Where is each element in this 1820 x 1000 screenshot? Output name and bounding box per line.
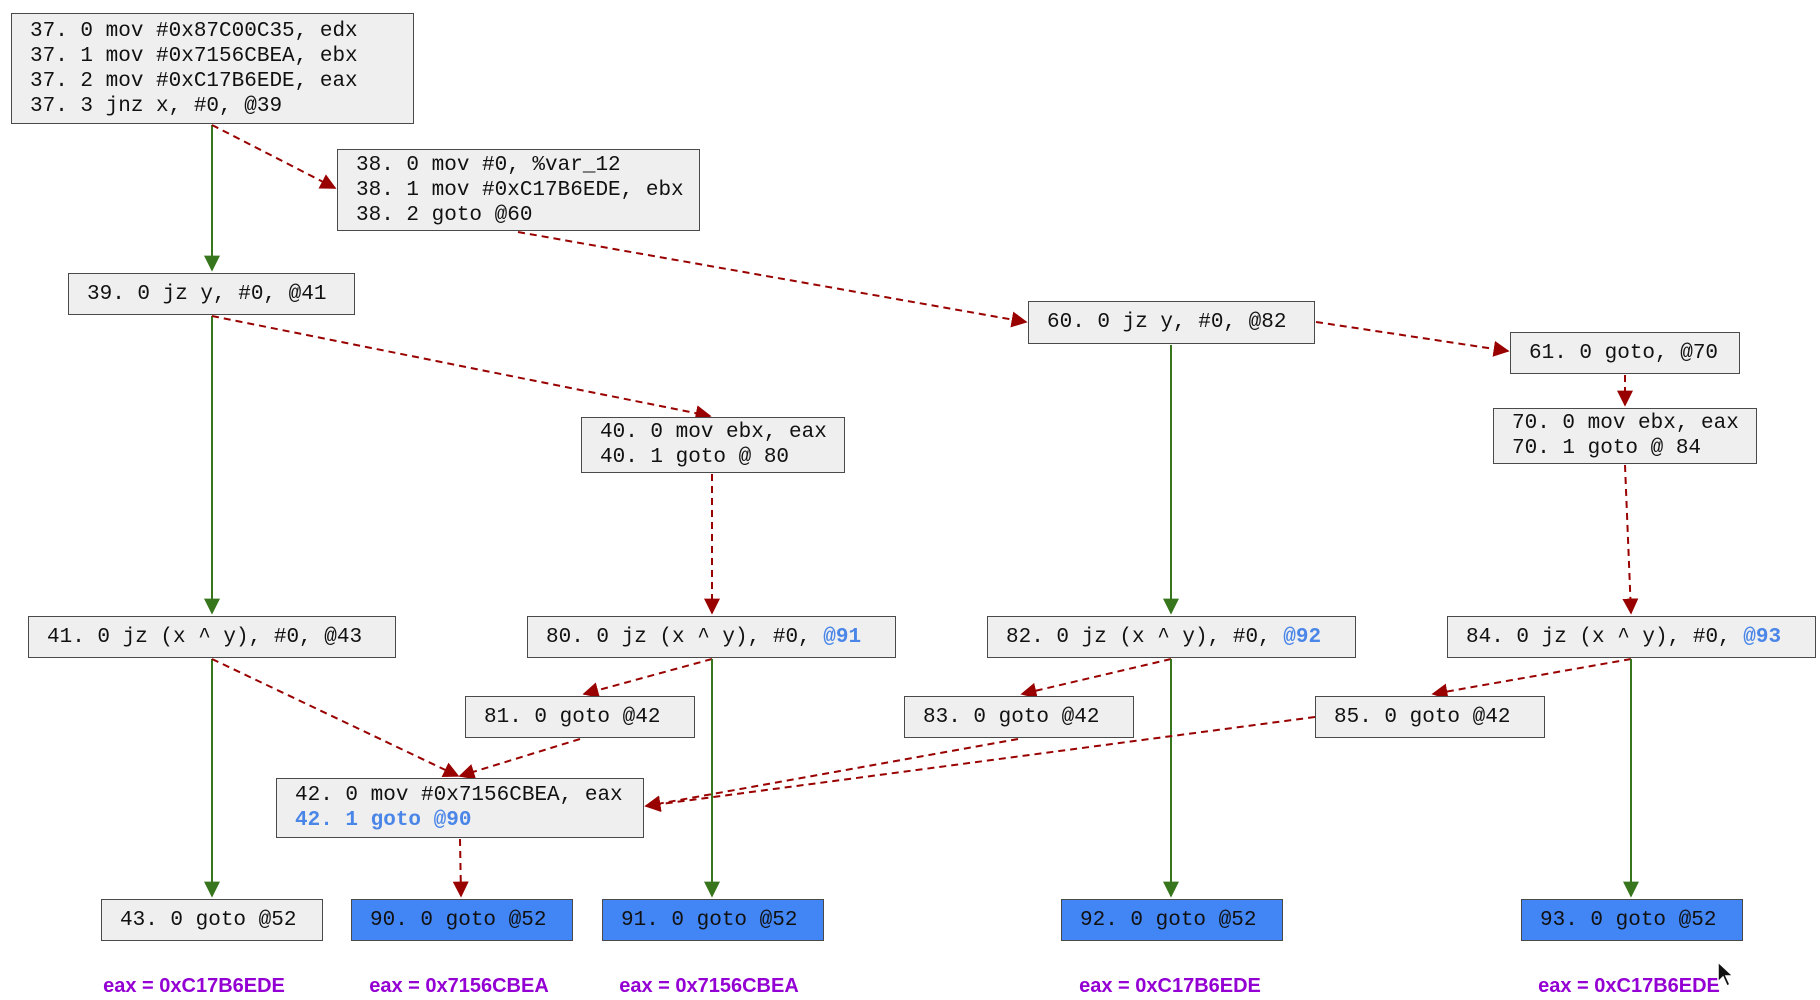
node-37-line-3: 37. 3 jnz x, #0, @39	[30, 94, 283, 118]
edge-38-60	[517, 231, 1028, 328]
node-84-line-0: 84. 0 jz (x ^ y), #0, @93	[1466, 625, 1797, 650]
node-92-line-0: 92. 0 goto @52	[1080, 908, 1257, 932]
node-61-line-0: 61. 0 goto, @70	[1529, 341, 1719, 365]
node-93-line-0: 93. 0 goto @52	[1540, 908, 1717, 932]
edge-37-38	[211, 124, 337, 189]
node-37: 37. 0 mov #0x87C00C35, edx 37. 1 mov #0x…	[11, 13, 414, 124]
node-43: 43. 0 goto @52	[101, 899, 323, 941]
edge-70-84	[1622, 464, 1639, 615]
node-40-line-0: 40. 0 mov ebx, eax	[600, 421, 827, 444]
node-38-line-2: 38. 2 goto @60	[356, 203, 533, 227]
node-84-text: 84. 0 jz (x ^ y), #0,	[1466, 625, 1744, 649]
node-70: 70. 0 mov ebx, eax 70. 1 goto @ 84	[1493, 408, 1757, 464]
edge-42-90	[452, 838, 469, 898]
node-83-line-0: 83. 0 goto @42	[923, 705, 1100, 729]
node-39: 39. 0 jz y, #0, @41	[68, 273, 355, 315]
node-91: 91. 0 goto @52	[602, 899, 824, 941]
edge-80-81	[582, 658, 713, 698]
edge-84-85	[1431, 658, 1632, 700]
node-83: 83. 0 goto @42	[904, 696, 1134, 738]
node-41-line-0: 41. 0 jz (x ^ y), #0, @43	[47, 625, 363, 649]
node-91-line-0: 91. 0 goto @52	[621, 908, 798, 932]
node-60: 60. 0 jz y, #0, @82	[1028, 301, 1315, 344]
node-37-line-2: 37. 2 mov #0xC17B6EDE, eax	[30, 69, 358, 93]
node-85-line-0: 85. 0 goto @42	[1334, 705, 1511, 729]
node-38-line-1: 38. 1 mov #0xC17B6EDE, ebx	[356, 178, 684, 202]
node-37-line-0: 37. 0 mov #0x87C00C35, edx	[30, 19, 358, 43]
edge-60-61	[1315, 321, 1510, 357]
node-81-line-0: 81. 0 goto @42	[484, 705, 661, 729]
node-80-target: @91	[823, 625, 862, 649]
annotation-91: eax = 0x7156CBEA	[619, 975, 799, 997]
node-84: 84. 0 jz (x ^ y), #0, @93	[1447, 616, 1816, 658]
node-82-target: @92	[1283, 625, 1322, 649]
node-37-line-1: 37. 1 mov #0x7156CBEA, ebx	[30, 44, 358, 68]
node-82: 82. 0 jz (x ^ y), #0, @92	[987, 616, 1356, 658]
node-42: 42. 0 mov #0x7156CBEA, eax 42. 1 goto @9…	[276, 778, 644, 838]
node-82-text: 82. 0 jz (x ^ y), #0,	[1006, 625, 1284, 649]
edge-83-42	[644, 738, 1019, 812]
node-80-text: 80. 0 jz (x ^ y), #0,	[546, 625, 824, 649]
node-82-line-0: 82. 0 jz (x ^ y), #0, @92	[1006, 625, 1337, 650]
annotation-90: eax = 0x7156CBEA	[369, 975, 549, 997]
edge-81-42	[458, 738, 581, 780]
node-92: 92. 0 goto @52	[1061, 899, 1283, 941]
node-81: 81. 0 goto @42	[465, 696, 695, 738]
node-70-line-0: 70. 0 mov ebx, eax	[1512, 412, 1739, 435]
annotation-93: eax = 0xC17B6EDE	[1538, 975, 1720, 997]
edge-41-42	[211, 658, 460, 778]
node-38-line-0: 38. 0 mov #0, %var_12	[356, 153, 621, 177]
node-61: 61. 0 goto, @70	[1510, 332, 1740, 374]
mouse-cursor-icon	[1717, 960, 1735, 988]
edge-82-83	[1020, 658, 1172, 699]
annotation-92: eax = 0xC17B6EDE	[1079, 975, 1261, 997]
node-38: 38. 0 mov #0, %var_12 38. 1 mov #0xC17B6…	[337, 149, 700, 231]
node-70-line-1: 70. 1 goto @ 84	[1512, 437, 1702, 460]
node-93: 93. 0 goto @52	[1521, 899, 1743, 941]
node-84-target: @93	[1743, 625, 1782, 649]
node-60-line-0: 60. 0 jz y, #0, @82	[1047, 311, 1287, 334]
node-43-line-0: 43. 0 goto @52	[120, 908, 297, 932]
annotation-43: eax = 0xC17B6EDE	[103, 975, 285, 997]
node-42-line-1: 42. 1 goto @90	[295, 809, 472, 832]
node-85: 85. 0 goto @42	[1315, 696, 1545, 738]
node-80: 80. 0 jz (x ^ y), #0, @91	[527, 616, 896, 658]
node-40-line-1: 40. 1 goto @ 80	[600, 446, 790, 469]
node-90-line-0: 90. 0 goto @52	[370, 908, 547, 932]
node-41: 41. 0 jz (x ^ y), #0, @43	[28, 616, 396, 658]
edge-85-42	[644, 716, 1316, 813]
node-39-line-0: 39. 0 jz y, #0, @41	[87, 282, 327, 306]
node-80-line-0: 80. 0 jz (x ^ y), #0, @91	[546, 625, 877, 650]
node-90: 90. 0 goto @52	[351, 899, 573, 941]
node-42-line-0: 42. 0 mov #0x7156CBEA, eax	[295, 784, 623, 807]
edge-39-40	[211, 315, 712, 422]
node-40: 40. 0 mov ebx, eax 40. 1 goto @ 80	[581, 417, 845, 473]
